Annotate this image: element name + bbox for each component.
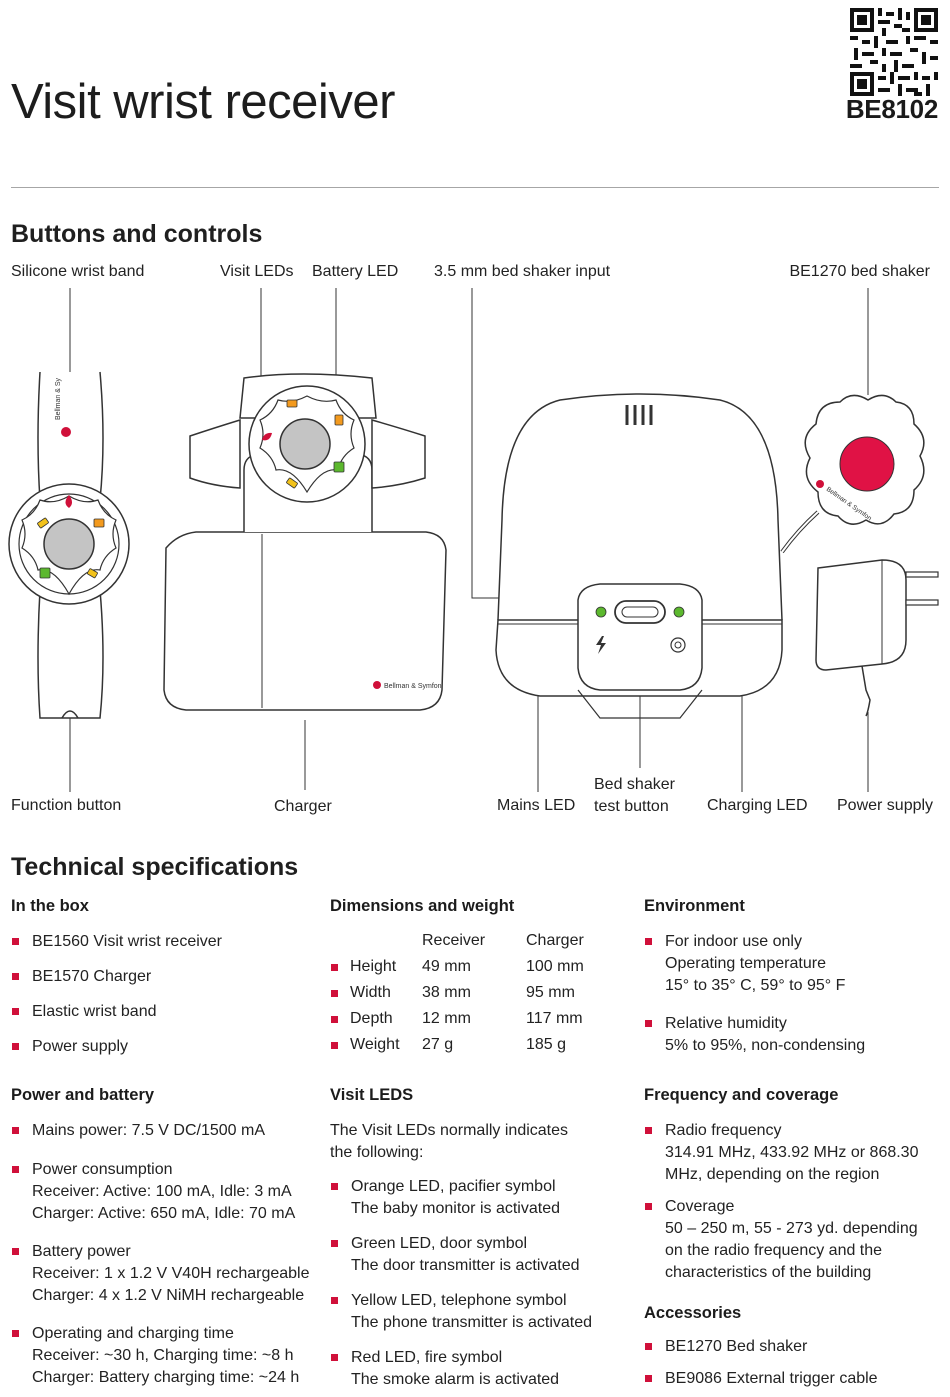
list-item: Power consumption Receiver: Active: 100 …: [11, 1159, 321, 1225]
charger-illustration: Bellman & Symfon: [163, 373, 447, 711]
label-battery-led: Battery LED: [312, 263, 399, 280]
table-row: Depth 12 mm 117 mm: [330, 1006, 584, 1032]
list-item: Operating and charging time Receiver: ~3…: [11, 1323, 321, 1389]
label-shaker-input: 3.5 mm bed shaker input: [434, 263, 611, 280]
heading-power-battery: Power and battery: [11, 1086, 155, 1104]
visit-leds-intro: The Visit LEDs normally indicates the fo…: [330, 1122, 569, 1161]
list-item: Coverage 50 – 250 m, 55 - 273 yd. depend…: [644, 1196, 944, 1284]
table-header-row: Receiver Charger: [330, 928, 584, 954]
list-item: Green LED, door symbol The door transmit…: [330, 1233, 630, 1277]
heading-dimensions: Dimensions and weight: [330, 897, 515, 915]
power-supply-illustration: [815, 559, 939, 717]
heading-visit-leds: Visit LEDS: [330, 1086, 414, 1104]
list-item: Elastic wrist band: [11, 1001, 311, 1023]
list-item: Orange LED, pacifier symbol The baby mon…: [330, 1176, 630, 1220]
list-item: Red LED, fire symbol The smoke alarm is …: [330, 1347, 630, 1391]
page-title: Visit wrist receiver: [11, 75, 395, 129]
heading-in-the-box: In the box: [11, 897, 89, 915]
list-item: BE1570 Charger: [11, 966, 311, 988]
model-number: BE8102: [845, 94, 938, 124]
list-item: Mains power: 7.5 V DC/1500 mA: [11, 1120, 321, 1142]
list-frequency: Radio frequency 314.91 MHz, 433.92 MHz o…: [644, 1120, 944, 1284]
column-header-receiver: Receiver: [422, 932, 486, 949]
section-heading-specs: Technical specifications: [11, 853, 299, 881]
label-mains-led: Mains LED: [497, 797, 576, 814]
list-item: Radio frequency 314.91 MHz, 433.92 MHz o…: [644, 1120, 944, 1186]
heading-environment: Environment: [644, 897, 745, 915]
list-item: BE1560 Visit wrist receiver: [11, 931, 311, 953]
label-power-supply: Power supply: [837, 797, 934, 814]
list-item: BE1270 Bed shaker: [644, 1336, 944, 1358]
list-in-the-box: BE1560 Visit wrist receiver BE1570 Charg…: [11, 931, 311, 1058]
heading-accessories: Accessories: [644, 1304, 742, 1322]
list-power-battery: Mains power: 7.5 V DC/1500 mA Power cons…: [11, 1120, 321, 1389]
list-item: Relative humidity 5% to 95%, non-condens…: [644, 1013, 944, 1057]
table-row: Height 49 mm 100 mm: [330, 954, 584, 980]
label-bed-shaker: BE1270 bed shaker: [789, 263, 930, 280]
bed-shaker-illustration: Bellman & Symfon: [780, 394, 925, 554]
svg-text:Bellman & Symfon: Bellman & Symfon: [384, 683, 442, 690]
table-row: Width 38 mm 95 mm: [330, 980, 584, 1006]
list-visit-leds: Orange LED, pacifier symbol The baby mon…: [330, 1176, 630, 1391]
wrist-receiver-illustration: Bellman & Sy: [8, 371, 130, 719]
label-visit-leds: Visit LEDs: [220, 263, 294, 280]
section-heading-buttons: Buttons and controls: [11, 220, 263, 248]
base-station-illustration: [495, 393, 783, 719]
label-wrist-band: Silicone wrist band: [11, 263, 145, 280]
label-charger: Charger: [274, 798, 332, 815]
column-header-charger: Charger: [526, 932, 584, 949]
table-row: Weight 27 g 185 g: [330, 1032, 584, 1058]
qr-code: [850, 8, 938, 96]
svg-text:Bellman & Sy: Bellman & Sy: [55, 377, 62, 420]
label-test-button: Bed shaker test button: [594, 776, 675, 815]
label-function-button: Function button: [11, 797, 122, 814]
label-charging-led: Charging LED: [707, 797, 808, 814]
list-environment: For indoor use only Operating temperatur…: [644, 931, 944, 1057]
header-divider: [11, 187, 939, 188]
list-item: BE9086 External trigger cable: [644, 1368, 944, 1390]
list-item: Power supply: [11, 1036, 311, 1058]
list-item: Yellow LED, telephone symbol The phone t…: [330, 1290, 630, 1334]
dimensions-table: Receiver Charger Height 49 mm 100 mm Wid…: [330, 928, 584, 1058]
product-diagram: Bellman & Sy Bellman & Symfon: [8, 288, 939, 792]
list-item: Battery power Receiver: 1 x 1.2 V V40H r…: [11, 1241, 321, 1307]
list-accessories: BE1270 Bed shaker BE9086 External trigge…: [644, 1336, 944, 1390]
heading-frequency: Frequency and coverage: [644, 1086, 839, 1104]
list-item: For indoor use only Operating temperatur…: [644, 931, 944, 997]
